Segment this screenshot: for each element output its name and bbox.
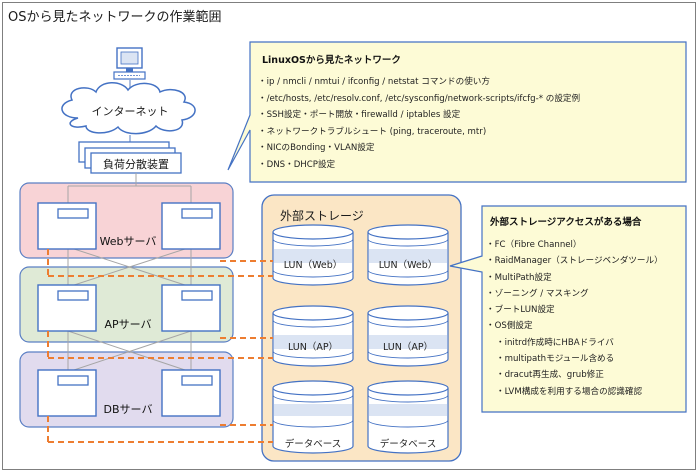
web-zone-label: Webサーバ	[99, 235, 157, 248]
internet-label: インターネット	[91, 105, 169, 118]
linux-network-callout-box	[227, 41, 687, 183]
page-title: OSから見たネットワークの作業範囲	[8, 10, 222, 25]
linux-network-list: ・ip / nmcli / nmtui / ifconfig / netstat…	[258, 74, 580, 173]
lun-label: LUN（Web）	[378, 260, 438, 271]
lun-ap-right	[367, 305, 449, 367]
ap-server-right	[161, 284, 221, 332]
list-item: ・multipathモジュール含める	[496, 354, 615, 365]
list-item: ・ブートLUN設定	[486, 305, 555, 316]
web-server-right	[161, 202, 221, 250]
list-item: ・dracut再生成、grub修正	[496, 370, 604, 381]
storage-links	[47, 249, 273, 443]
db-server-right	[161, 369, 221, 417]
lun-label: データベース	[379, 439, 437, 450]
lun-label: データベース	[284, 439, 342, 450]
lun-label: LUN（Web）	[283, 260, 343, 271]
list-item: ・SSH設定・ポート開放・firewalld / iptables 設定	[258, 110, 461, 120]
lun-label: LUN（AP）	[382, 342, 434, 353]
list-item: ・NICのBonding・VLAN設定	[258, 143, 375, 153]
storage-title: 外部ストレージ	[280, 209, 364, 223]
storage-access-callout-box	[449, 205, 687, 413]
list-item: ・ネットワークトラブルシュート (ping, traceroute, mtr)	[258, 126, 487, 137]
internet-cloud	[61, 82, 196, 135]
storage-access-list: ・FC（Fibre Channel） ・RaidManager（ストレージベンダ…	[486, 237, 663, 400]
ap-server-left	[37, 284, 97, 332]
list-item: ・FC（Fibre Channel）	[486, 240, 582, 250]
list-item: ・initrd作成時にHBAドライバ	[496, 337, 614, 348]
db-zone-label: DBサーバ	[103, 403, 153, 416]
list-item: ・RaidManager（ストレージベンダツール）	[486, 256, 663, 267]
ap-zone-label: APサーバ	[104, 318, 152, 331]
lun-db-left	[272, 380, 354, 454]
lun-web-left	[272, 224, 354, 286]
lun-db-right	[367, 380, 449, 454]
list-item: ・ip / nmcli / nmtui / ifconfig / netstat…	[258, 77, 490, 87]
list-item: ・LVM構成を利用する場合の認識確認	[496, 386, 643, 397]
storage-access-title: 外部ストレージアクセスがある場合	[490, 217, 642, 228]
list-item: ・ゾーニング / マスキング	[486, 288, 589, 299]
load-balancer-label: 負荷分散装置	[103, 158, 169, 171]
lun-ap-left	[272, 305, 354, 367]
lun-label: LUN（AP）	[287, 342, 339, 353]
linux-network-title: LinuxOSから見たネットワーク	[262, 55, 401, 66]
list-item: ・/etc/hosts, /etc/resolv.conf, /etc/sysc…	[258, 93, 581, 104]
server-network-lines	[67, 173, 192, 373]
list-item: ・DNS・DHCP設定	[258, 159, 336, 170]
db-server-left	[37, 369, 97, 417]
list-item: ・OS側設定	[486, 321, 533, 332]
diagram-frame	[2, 2, 696, 470]
lun-web-right	[367, 224, 449, 286]
web-server-left	[37, 202, 97, 250]
load-balancer	[78, 141, 182, 174]
list-item: ・MultiPath設定	[486, 272, 552, 283]
